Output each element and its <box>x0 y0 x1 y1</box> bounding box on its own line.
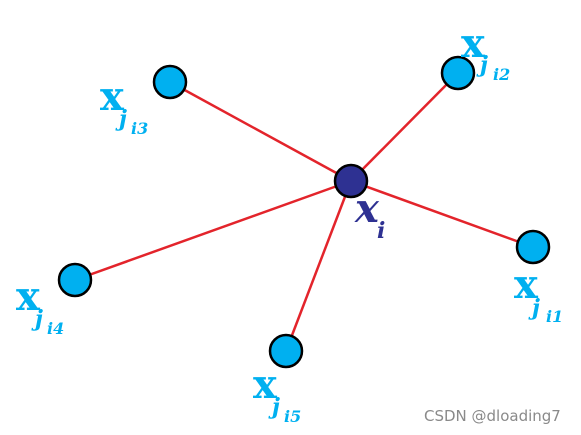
edge-center-to-i5 <box>284 180 353 352</box>
neighbor-label-subsub: i1 <box>546 307 563 326</box>
neighbor-node-i1 <box>515 229 551 265</box>
neighbor-label-main: x <box>514 261 539 308</box>
edges-group <box>74 72 534 352</box>
neighbor-node-i4 <box>57 262 93 298</box>
center-label: xi <box>354 185 385 244</box>
neighbor-node-i2 <box>440 55 476 91</box>
edge-center-to-i3 <box>169 80 352 183</box>
edge-center-to-i1 <box>350 179 534 249</box>
neighbor-label-main: x <box>253 361 278 408</box>
watermark-text: CSDN @dloading7 <box>424 407 561 425</box>
center-node <box>333 163 369 199</box>
neighbor-node-i5 <box>268 333 304 369</box>
nodes-group <box>57 55 551 369</box>
neighbor-node-i3 <box>152 64 188 100</box>
edge-center-to-i2 <box>350 72 459 182</box>
center-label-main: x <box>354 185 380 232</box>
center-label-sub: i <box>377 218 385 244</box>
neighbor-label-main: x <box>16 273 41 320</box>
neighbor-label-main: x <box>100 73 125 120</box>
neighbor-label-subsub: i4 <box>47 319 64 338</box>
edge-center-to-i4 <box>74 179 352 282</box>
neighbor-label-subsub: i3 <box>131 119 148 138</box>
neighbor-label-subsub: i2 <box>493 65 510 84</box>
neighbor-label-main: x <box>461 20 486 67</box>
neighbor-label-subsub: i5 <box>284 407 301 426</box>
